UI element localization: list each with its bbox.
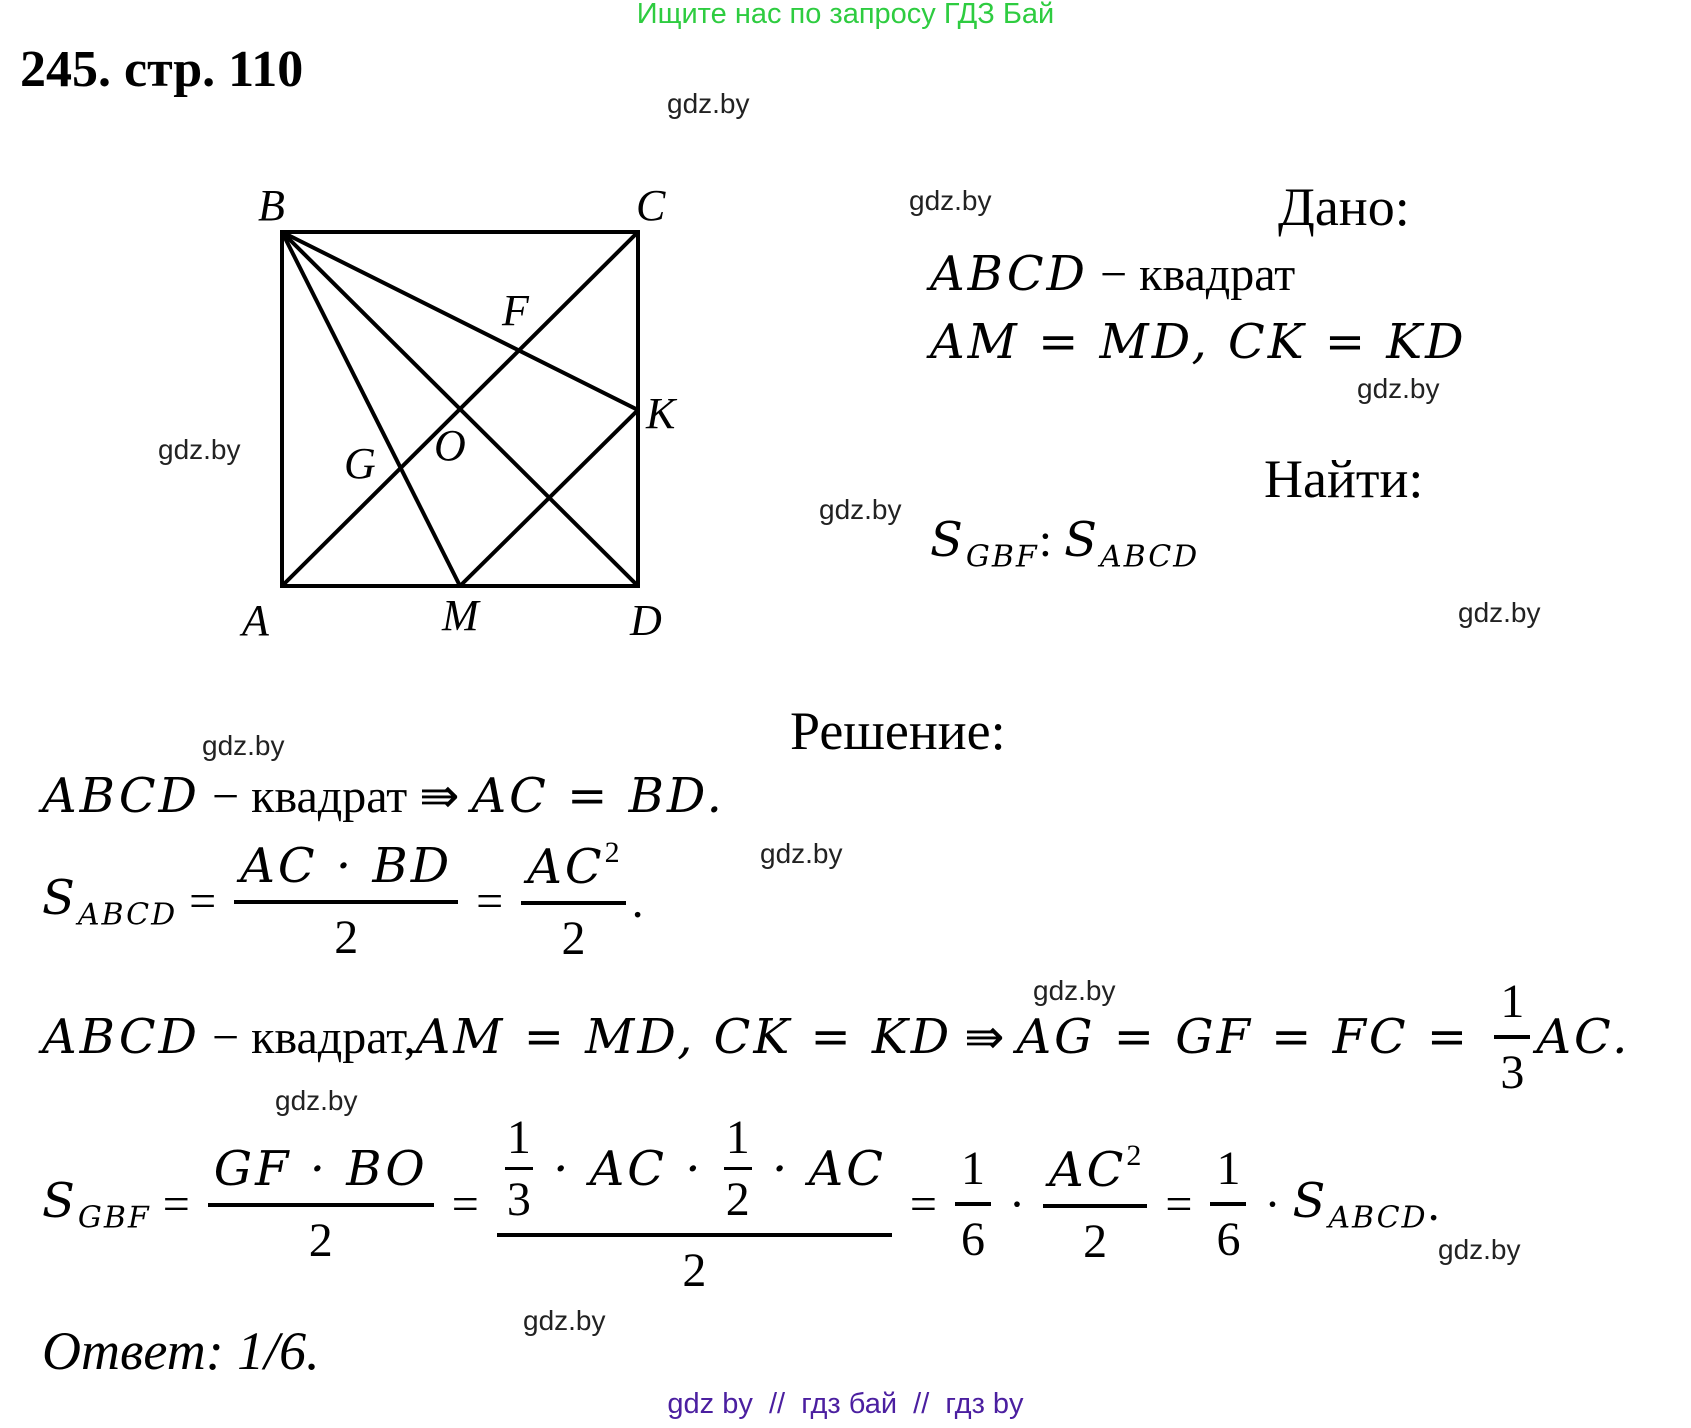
find-expression: SGBF: SABCD <box>930 512 1200 575</box>
point-label-a: A <box>239 596 270 645</box>
solution-line-3: ABCD − квадрат, AM = MD, CK = KD ⇛ AG = … <box>42 975 1631 1099</box>
point-label-c: C <box>636 181 666 230</box>
point-label-f: F <box>501 286 530 335</box>
watermark: gdz.by <box>1033 975 1116 1006</box>
segment-bm <box>280 231 462 587</box>
given-heading: Дано: <box>1278 177 1410 237</box>
answer-line: Ответ: 1/6. <box>42 1321 320 1381</box>
watermark: gdz.by <box>819 494 902 525</box>
given-line-2: AM = MD, CK = KD <box>930 314 1467 370</box>
given-line-1: ABCD − квадрат <box>930 246 1296 302</box>
solution-line-1: ABCD − квадрат ⇛ AC = BD. <box>42 768 725 824</box>
watermark: gdz.by <box>158 434 241 465</box>
point-label-d: D <box>629 596 662 645</box>
point-label-k: K <box>645 389 678 438</box>
square-figure: B C A D M K F O G <box>239 181 678 645</box>
point-label-g: G <box>344 439 376 488</box>
watermark: gdz.by <box>1438 1234 1521 1265</box>
diagonal-bd <box>280 230 640 588</box>
watermark: gdz.by <box>523 1305 606 1336</box>
watermark: gdz.by <box>909 185 992 216</box>
watermark: gdz.by <box>275 1085 358 1116</box>
bottom-banner-link[interactable]: gdz by // гдз бай // гдз by <box>667 1388 1024 1420</box>
point-label-o: O <box>434 421 466 470</box>
solution-heading: Решение: <box>790 701 1006 761</box>
watermark: gdz.by <box>667 88 750 119</box>
problem-title: 245. стр. 110 <box>20 41 304 98</box>
top-banner-link[interactable]: Ищите нас по запросу ГДЗ Бай <box>636 0 1055 30</box>
watermark: gdz.by <box>202 730 285 761</box>
segment-mk <box>458 408 640 588</box>
segment-bk <box>281 230 639 412</box>
watermark: gdz.by <box>760 838 843 869</box>
watermark: gdz.by <box>1357 373 1440 404</box>
find-heading: Найти: <box>1264 449 1424 509</box>
watermark: gdz.by <box>1458 597 1541 628</box>
point-label-b: B <box>258 181 285 230</box>
point-label-m: M <box>441 591 481 640</box>
